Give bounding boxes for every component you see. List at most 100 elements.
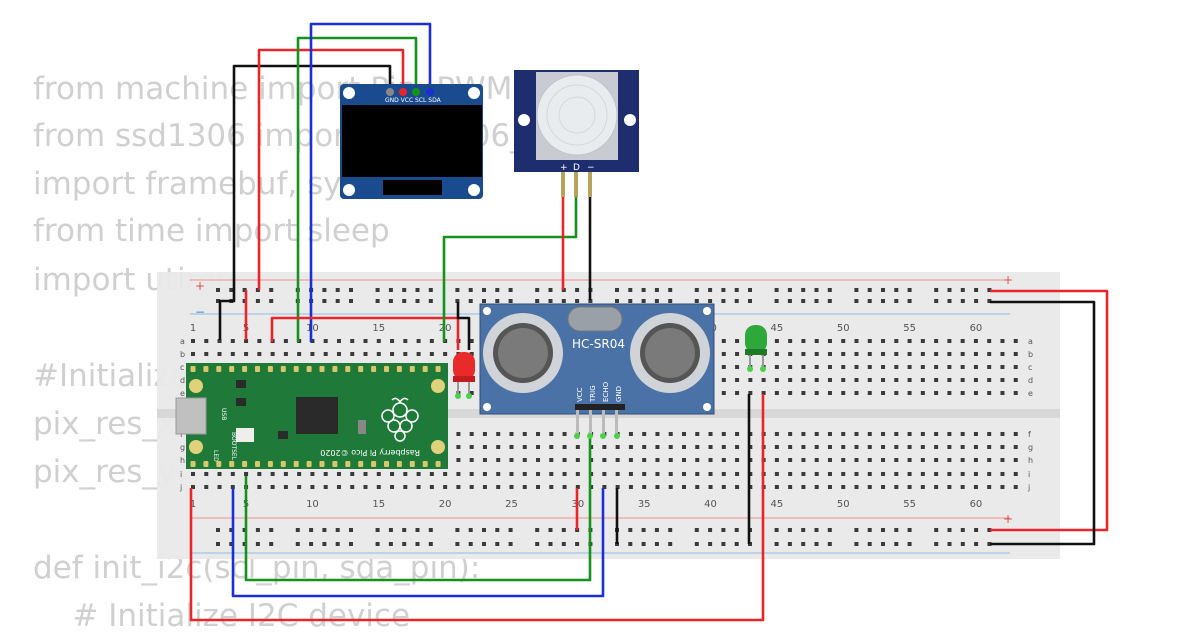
- pico-pin: [293, 366, 299, 372]
- row-letter: c: [1028, 363, 1032, 372]
- column-number: 60: [970, 323, 983, 334]
- column-number: 50: [837, 323, 850, 334]
- row-letter: c: [180, 363, 184, 372]
- pico-led-label: LED: [212, 450, 219, 462]
- pico-pin: [203, 366, 209, 372]
- row-letter: h: [180, 456, 185, 465]
- pico-pin: [422, 366, 428, 372]
- row-letter: j: [1027, 483, 1030, 492]
- row-letter: e: [180, 389, 185, 398]
- code-line: # Initialize I2C device: [33, 598, 411, 634]
- wires: [189, 22, 1109, 622]
- pico-pin: [409, 461, 415, 467]
- column-number: 55: [903, 499, 916, 510]
- row-letter: e: [1028, 389, 1033, 398]
- pico-pin: [384, 366, 389, 372]
- pico-pin: [229, 461, 235, 467]
- pir-pin-d: D: [573, 163, 580, 173]
- pir-pin-minus: −: [587, 163, 595, 173]
- row-letter: b: [1028, 350, 1033, 359]
- rail-plus-label-bottom: +: [1003, 512, 1013, 526]
- pin-echo: ECHO: [602, 381, 610, 402]
- pico-pin: [267, 461, 273, 467]
- pico-pin: [306, 461, 312, 467]
- row-letters: aabbccddeeffgghhiijj: [179, 337, 1033, 492]
- row-letter: h: [1028, 456, 1033, 465]
- ultrasonic-label: HC-SR04: [572, 337, 625, 351]
- code-line: from time import sleep: [33, 213, 390, 249]
- wire-green-led: [189, 394, 765, 622]
- wire-oled-scl: [296, 36, 418, 342]
- green-led: [745, 325, 767, 372]
- rail-minus-label: −: [195, 305, 205, 319]
- pir-pin-plus: +: [560, 163, 568, 173]
- row-letter: a: [180, 337, 185, 346]
- pico-pin: [216, 461, 222, 467]
- oled-display: GND VCC SCL SDA: [340, 84, 483, 199]
- column-number: 10: [306, 499, 319, 510]
- pico-pin: [384, 461, 389, 467]
- pico-pin: [255, 461, 260, 467]
- wire-rail-right-red: [990, 289, 1109, 532]
- column-number: 40: [704, 499, 717, 510]
- column-number: 1: [190, 323, 196, 334]
- oled-pin-labels: GND VCC SCL SDA: [385, 97, 442, 104]
- pico-pin: [358, 366, 364, 372]
- pico-pin: [242, 366, 248, 372]
- raspberry-pi-pico: Raspberry Pi Pico ©2020 USB BOOTSEL LED: [175, 363, 448, 469]
- column-number: 1: [190, 499, 196, 510]
- code-line: pix_res_x: [33, 406, 177, 442]
- column-number: 55: [903, 323, 916, 334]
- pico-pin: [190, 366, 196, 372]
- pico-pin: [396, 461, 402, 467]
- row-letter: i: [180, 470, 182, 479]
- pico-pin: [332, 461, 338, 467]
- column-number: 50: [837, 499, 850, 510]
- pico-pin: [345, 366, 351, 372]
- row-letter: f: [1028, 430, 1031, 439]
- pico-pin: [280, 461, 286, 467]
- rail-plus-label-right: +: [1003, 273, 1013, 287]
- pico-pin: [358, 461, 364, 467]
- pico-pin: [267, 366, 273, 372]
- pico-pin: [203, 461, 209, 467]
- column-number: 45: [771, 499, 784, 510]
- wire-pir-d: [442, 170, 578, 342]
- pico-usb-label: USB: [220, 408, 227, 420]
- column-number: 60: [970, 499, 983, 510]
- column-number: 25: [505, 499, 518, 510]
- row-letter: d: [180, 376, 185, 385]
- row-letter: d: [1028, 376, 1033, 385]
- pico-pin: [190, 461, 196, 467]
- column-number: 15: [372, 499, 385, 510]
- pico-pin: [422, 461, 428, 467]
- column-number: 35: [638, 499, 651, 510]
- rail-plus-label: +: [195, 279, 205, 293]
- wire-echo: [231, 488, 605, 598]
- raspberry-logo: [381, 397, 419, 442]
- pico-pin: [435, 366, 441, 372]
- row-letter: b: [180, 350, 185, 359]
- row-letter: g: [1028, 443, 1033, 452]
- pico-pin: [332, 366, 338, 372]
- pico-bootsel-label: BOOTSEL: [230, 432, 237, 461]
- pico-pin: [371, 366, 377, 372]
- pico-pin: [255, 366, 260, 372]
- pico-pin: [319, 366, 325, 372]
- pin-trig: TRIG: [589, 385, 597, 403]
- pico-pin: [306, 366, 312, 372]
- pico-pin: [319, 461, 325, 467]
- pico-pin: [396, 366, 402, 372]
- pico-pin: [409, 366, 415, 372]
- pico-pin: [435, 461, 441, 467]
- pico-pin: [293, 461, 299, 467]
- pin-gnd: GND: [615, 386, 623, 402]
- pico-pin: [371, 461, 377, 467]
- row-letter: a: [1028, 337, 1033, 346]
- wire-led-red: [270, 316, 460, 350]
- pico-pin: [345, 461, 351, 467]
- wire-oled-sda: [309, 22, 432, 342]
- pico-pin: [242, 461, 248, 467]
- pir-sensor: + D −: [514, 70, 639, 197]
